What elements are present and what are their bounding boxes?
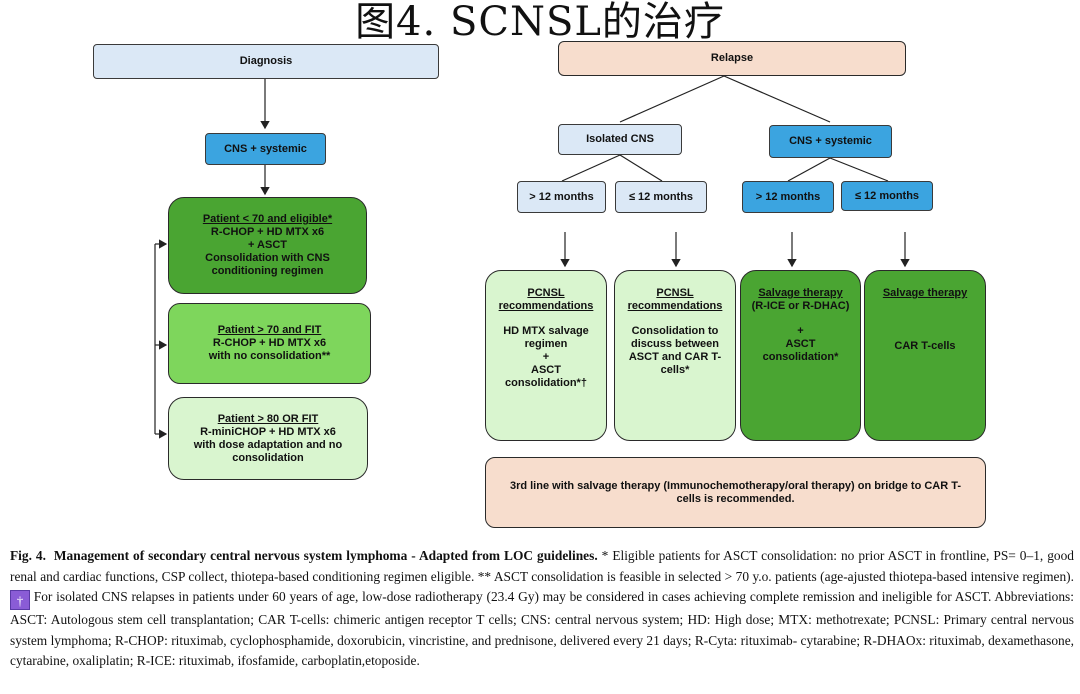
patient-under-70-box: Patient < 70 and eligible* R-CHOP + HD M…	[168, 197, 367, 294]
patient-over-70-line2: with no consolidation**	[208, 350, 331, 362]
patient-under-70-line1: R-CHOP + HD MTX x6	[210, 226, 325, 238]
salvage-therapy-box-2: Salvage therapy CAR T-cells	[864, 270, 986, 441]
systemic-under-12-label: ≤ 12 months	[854, 189, 920, 202]
figure-caption: Fig. 4. Management of secondary central …	[10, 546, 1074, 672]
salvage1-sub: (R-ICE or R-DHAC)	[751, 300, 850, 312]
cns-systemic-right-box: CNS + systemic	[769, 125, 892, 158]
isolated-cns-box: Isolated CNS	[558, 124, 682, 155]
pcnsl2-line4: cells*	[660, 364, 690, 376]
patient-under-70-line2: + ASCT	[247, 239, 287, 251]
figure-header-title: 图4. SCNSL的治疗	[355, 0, 725, 45]
pcnsl1-line5: consolidation*†	[505, 377, 587, 389]
caption-text-1: * Eligible patients for ASCT consolidati…	[10, 548, 1074, 584]
pcnsl-recommendations-box-2: PCNSL recommendations Consolidation to d…	[614, 270, 736, 441]
systemic-under-12-box: ≤ 12 months	[841, 181, 933, 211]
patient-over-70-title: Patient > 70 and FIT	[217, 324, 322, 336]
cns-systemic-right-label: CNS + systemic	[789, 135, 872, 147]
cns-systemic-left-label: CNS + systemic	[224, 142, 307, 155]
relapse-label: Relapse	[710, 52, 754, 64]
systemic-over-12-label: > 12 months	[755, 190, 821, 203]
relapse-box: Relapse	[558, 41, 906, 76]
patient-under-70-line3: Consolidation with CNS	[205, 252, 330, 264]
pcnsl2-title-2: recommendations	[627, 300, 723, 312]
caption-label: Fig. 4.	[10, 548, 46, 563]
salvage1-line1: +	[797, 325, 804, 337]
pcnsl2-line1: Consolidation to	[631, 325, 719, 337]
pcnsl1-line1: HD MTX salvage	[503, 325, 589, 337]
systemic-over-12-box: > 12 months	[742, 181, 834, 213]
patient-under-70-title: Patient < 70 and eligible*	[202, 213, 333, 225]
patient-over-80-title: Patient > 80 OR FIT	[217, 412, 319, 425]
diagnosis-box: Diagnosis	[93, 44, 439, 79]
pcnsl1-line2: regimen	[524, 338, 568, 350]
isolated-under-12-label: ≤ 12 months	[628, 190, 694, 203]
cns-systemic-left-box: CNS + systemic	[205, 133, 326, 165]
connector-lines	[154, 75, 910, 439]
pcnsl2-title-1: PCNSL	[656, 287, 694, 299]
isolated-over-12-label: > 12 months	[529, 190, 594, 203]
third-line-text-2: cells is recommended.	[676, 492, 795, 505]
third-line-box: 3rd line with salvage therapy (Immunoche…	[485, 457, 986, 528]
salvage1-line3: consolidation*	[762, 351, 839, 363]
patient-over-80-line2: with dose adaptation and no	[193, 438, 343, 451]
patient-over-70-box: Patient > 70 and FIT R-CHOP + HD MTX x6 …	[168, 303, 371, 384]
caption-title: Management of secondary central nervous …	[53, 548, 598, 563]
pcnsl1-title-2: recommendations	[498, 300, 594, 312]
patient-over-80-line3: consolidation	[232, 451, 304, 464]
pcnsl1-line3: +	[542, 351, 550, 363]
salvage-therapy-box-1: Salvage therapy (R-ICE or R-DHAC) + ASCT…	[740, 270, 861, 441]
salvage1-line2: ASCT	[785, 338, 816, 350]
salvage2-line1: CAR T-cells	[894, 340, 956, 352]
caption-text-2: For isolated CNS relapses in patients un…	[10, 589, 1074, 669]
pcnsl-recommendations-box-1: PCNSL recommendations HD MTX salvage reg…	[485, 270, 607, 441]
patient-over-70-line1: R-CHOP + HD MTX x6	[212, 337, 327, 349]
patient-under-70-line4: conditioning regimen	[211, 265, 324, 277]
salvage1-title: Salvage therapy	[758, 287, 843, 299]
pcnsl1-line4: ASCT	[531, 364, 561, 376]
third-line-text-1: 3rd line with salvage therapy (Immunoche…	[509, 479, 962, 492]
salvage2-title: Salvage therapy	[882, 287, 968, 299]
isolated-cns-label: Isolated CNS	[586, 133, 654, 145]
pcnsl1-title-1: PCNSL	[527, 287, 565, 299]
patient-over-80-line1: R-miniCHOP + HD MTX x6	[200, 425, 336, 438]
pcnsl2-line2: discuss between	[630, 338, 720, 350]
isolated-over-12-box: > 12 months	[517, 181, 606, 213]
patient-over-80-box: Patient > 80 OR FIT R-miniCHOP + HD MTX …	[168, 397, 368, 480]
dagger-icon: †	[10, 590, 30, 611]
pcnsl2-line3: ASCT and CAR T-	[628, 351, 722, 363]
diagnosis-label: Diagnosis	[239, 55, 293, 67]
isolated-under-12-box: ≤ 12 months	[615, 181, 707, 213]
